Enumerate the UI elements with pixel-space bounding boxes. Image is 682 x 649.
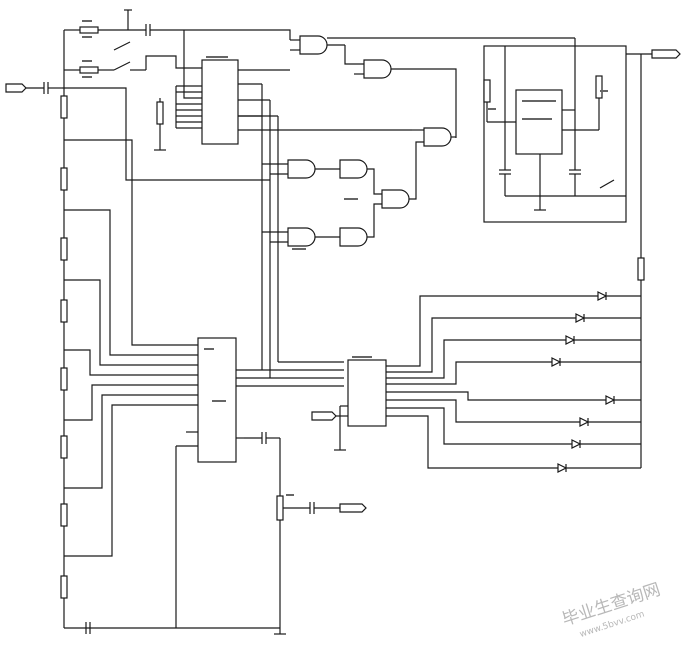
- component-labels: [82, 20, 608, 496]
- led-array: [386, 291, 641, 473]
- resistor: [60, 167, 68, 191]
- middle-gates: [262, 127, 456, 247]
- resistor: [60, 575, 68, 599]
- ic-decoder: [311, 359, 387, 451]
- resistor: [60, 299, 68, 323]
- output-connector: [626, 49, 681, 468]
- resistor: [60, 435, 68, 459]
- resistor-ladder: [60, 30, 198, 628]
- resistor: [60, 503, 68, 527]
- resistor: [60, 95, 68, 119]
- resistor: [60, 367, 68, 391]
- input-connector: [5, 82, 62, 94]
- bus-lines: [238, 84, 279, 378]
- top-gates: [184, 29, 575, 138]
- ic-upper-counter: [175, 59, 412, 145]
- watermark: 毕业生查询网 www.5bvv.com: [560, 580, 663, 640]
- timer-block: [483, 38, 627, 223]
- ic-lower-counter: [175, 337, 344, 628]
- bottom-network: [64, 432, 367, 635]
- resistor: [60, 237, 68, 261]
- top-input-network: [62, 9, 270, 181]
